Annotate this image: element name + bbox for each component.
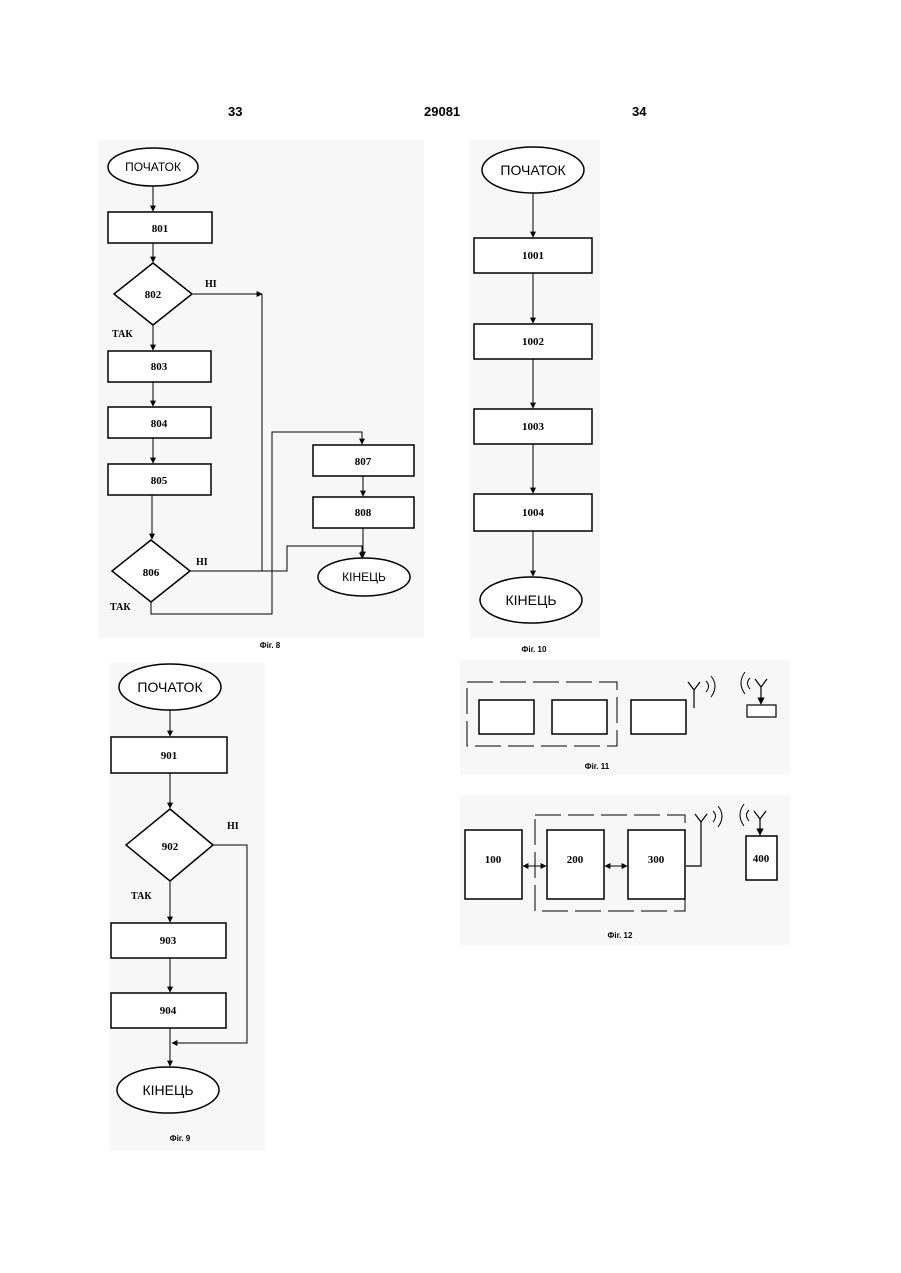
box-label: 803 xyxy=(151,361,168,373)
block-label: 300 xyxy=(648,854,665,866)
block-label: 100 xyxy=(485,854,502,866)
branch-no-label: НІ xyxy=(196,557,208,568)
block-rectangle xyxy=(552,700,607,734)
box-label: 1003 xyxy=(522,421,545,433)
box-label: 904 xyxy=(160,1005,177,1017)
process-box-903: 903 xyxy=(111,923,226,958)
scan-background xyxy=(470,140,600,638)
box-label: 805 xyxy=(151,475,168,487)
block-300: 300 xyxy=(628,830,685,899)
decision-label: 802 xyxy=(145,289,162,301)
box-label: 1002 xyxy=(522,336,545,348)
figure-caption: Фіг. 9 xyxy=(170,1134,191,1143)
box-label: 804 xyxy=(151,418,168,430)
figure-caption: Фіг. 10 xyxy=(522,645,547,654)
branch-yes-label: ТАК xyxy=(131,891,152,902)
box-label: 1001 xyxy=(522,250,544,262)
block-label: 400 xyxy=(753,853,770,865)
process-box-808: 808 xyxy=(313,497,414,528)
box-label: 807 xyxy=(355,456,372,468)
figure-11: Фіг. 11 xyxy=(460,660,790,775)
process-box-901: 901 xyxy=(111,737,227,773)
end-terminal: КІНЕЦЬ xyxy=(117,1067,219,1113)
box-label: 808 xyxy=(355,507,372,519)
figure-10: ПОЧАТОК 1001 1002 1003 1004 КІНЕЦЬ Фіг. … xyxy=(470,140,600,654)
process-box-801: 801 xyxy=(108,212,212,243)
end-label: КІНЕЦЬ xyxy=(505,592,556,608)
start-terminal: ПОЧАТОК xyxy=(119,664,221,710)
block-200: 200 xyxy=(547,830,604,899)
end-label: КІНЕЦЬ xyxy=(142,1082,193,1098)
figure-caption: Фіг. 12 xyxy=(608,931,633,940)
figure-caption: Фіг. 8 xyxy=(260,641,281,650)
box-label: 801 xyxy=(152,223,169,235)
start-label: ПОЧАТОК xyxy=(125,160,181,174)
process-box-1004: 1004 xyxy=(474,494,592,531)
figure-9: ПОЧАТОК 901 902 НІ ТАК 903 904 КІНЕЦЬ xyxy=(110,663,265,1151)
box-label: 901 xyxy=(161,750,178,762)
process-box-803: 803 xyxy=(108,351,211,382)
block-rectangle xyxy=(631,700,686,734)
decision-label: 902 xyxy=(162,841,179,853)
start-label: ПОЧАТОК xyxy=(137,679,203,695)
block-rectangle xyxy=(479,700,534,734)
process-box-804: 804 xyxy=(108,407,211,438)
figure-8: ПОЧАТОК 801 802 НІ ТАК 803 804 805 xyxy=(98,140,424,650)
box-label: 1004 xyxy=(522,507,545,519)
process-box-1002: 1002 xyxy=(474,324,592,359)
branch-no-label: НІ xyxy=(205,279,217,290)
branch-no-label: НІ xyxy=(227,821,239,832)
start-terminal: ПОЧАТОК xyxy=(108,148,198,186)
block-rectangle xyxy=(747,705,776,717)
process-box-1003: 1003 xyxy=(474,409,592,444)
end-terminal: КІНЕЦЬ xyxy=(480,577,582,623)
block-label: 200 xyxy=(567,854,584,866)
process-box-807: 807 xyxy=(313,445,414,476)
block-100: 100 xyxy=(465,830,522,899)
branch-yes-label: ТАК xyxy=(112,329,133,340)
end-terminal: КІНЕЦЬ xyxy=(318,558,410,596)
process-box-904: 904 xyxy=(111,993,226,1028)
process-box-805: 805 xyxy=(108,464,211,495)
figure-12: 100 200 300 400 Фіг. 12 xyxy=(460,795,790,945)
start-label: ПОЧАТОК xyxy=(500,162,566,178)
box-label: 903 xyxy=(160,935,177,947)
process-box-1001: 1001 xyxy=(474,238,592,273)
end-label: КІНЕЦЬ xyxy=(342,570,386,584)
block-400: 400 xyxy=(746,836,777,880)
decision-label: 806 xyxy=(143,567,160,579)
branch-yes-label: ТАК xyxy=(110,602,131,613)
figure-caption: Фіг. 11 xyxy=(585,762,610,771)
start-terminal: ПОЧАТОК xyxy=(482,147,584,193)
